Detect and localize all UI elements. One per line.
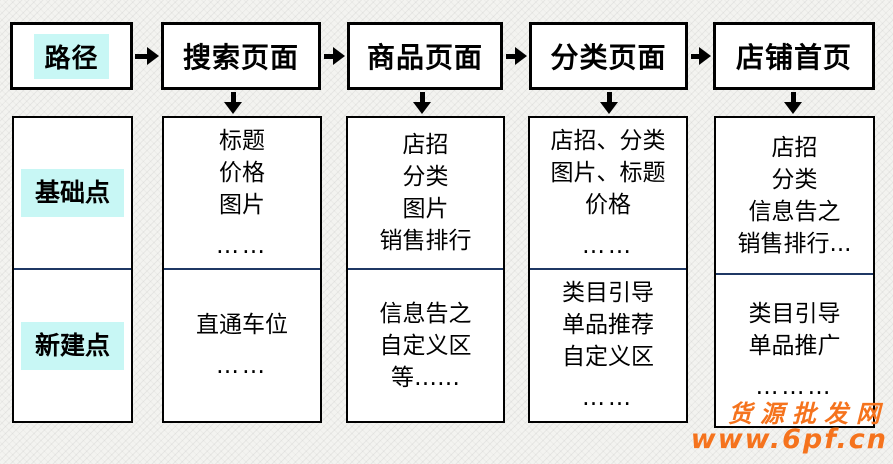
list-item: 等……	[391, 364, 460, 391]
flow-arrow-right-icon	[135, 46, 159, 66]
list-item: 信息告之	[748, 198, 841, 225]
header-label: 商品页面	[366, 41, 483, 74]
arrow-head	[147, 47, 159, 65]
arrow-shaft	[691, 53, 699, 59]
arrow-head	[699, 47, 711, 65]
arrow-shaft	[135, 53, 147, 59]
arrow-head	[784, 102, 802, 114]
header-box-shop-home: 店铺首页	[713, 22, 875, 90]
list-item: 自定义区	[379, 332, 472, 359]
list-item: 类目引导	[748, 301, 841, 327]
list-item: 类目引导	[562, 280, 654, 306]
ellipsis-item: ………	[755, 374, 834, 400]
ellipsis-item: ……	[216, 232, 268, 259]
list-item: 分类	[771, 166, 818, 193]
header-label: 店铺首页	[735, 41, 852, 74]
list-item: 直通车位	[196, 312, 288, 338]
list-item: 店招	[402, 132, 449, 158]
new-points-label: 新建点	[20, 321, 124, 370]
arrow-shaft	[606, 92, 612, 102]
basic-points-label: 基础点	[20, 169, 124, 217]
arrow-shaft	[790, 92, 796, 102]
basic-points-section: 标题 价格 图片 ……	[164, 118, 320, 270]
path-header-box: 路径	[10, 22, 133, 90]
flow-arrow-right-icon	[506, 46, 527, 66]
list-item: 信息告之	[379, 300, 472, 327]
list-item: 标题	[219, 127, 265, 154]
ellipsis-item: ……	[582, 232, 634, 259]
list-item: 价格	[219, 159, 265, 186]
list-item: 价格	[585, 191, 631, 218]
list-item: 店招、分类	[550, 127, 666, 154]
flow-arrow-down-icon	[412, 92, 432, 114]
list-item: 图片、标题	[550, 159, 666, 186]
column-box-search-page: 标题 价格 图片 …… 直通车位 ……	[162, 116, 322, 423]
list-item: 单品推荐	[562, 312, 654, 338]
flow-arrow-down-icon	[599, 92, 619, 114]
ellipsis-item: ……	[582, 385, 634, 411]
path-label: 路径	[34, 33, 109, 79]
new-points-section: 直通车位 ……	[164, 270, 320, 421]
list-item: 单品推广	[748, 333, 841, 359]
basic-points-section: 店招 分类 信息告之 销售排行...	[716, 118, 873, 275]
flow-arrow-right-icon	[691, 46, 711, 66]
flow-arrow-down-icon	[223, 92, 243, 114]
flow-arrow-down-icon	[783, 92, 803, 114]
list-item: 图片	[219, 191, 265, 218]
header-label: 分类页面	[550, 41, 667, 74]
new-points-section: 类目引导 单品推广 ………	[716, 275, 873, 426]
arrow-shaft	[506, 53, 515, 59]
arrow-shaft	[230, 92, 236, 102]
arrow-shaft	[419, 92, 425, 102]
list-item: 自定义区	[562, 344, 654, 370]
flow-arrow-right-icon	[324, 46, 345, 66]
column-box-shop-home: 店招 分类 信息告之 销售排行... 类目引导 单品推广 ………	[714, 116, 875, 428]
watermark-url: www.6pf.cn	[690, 424, 888, 455]
watermark-site-name: 货源批发网	[728, 400, 888, 428]
arrow-head	[600, 102, 618, 114]
new-points-label-section: 新建点	[14, 270, 131, 421]
arrow-head	[413, 102, 431, 114]
column-box-category-page: 店招、分类 图片、标题 价格 …… 类目引导 单品推荐 自定义区 ……	[528, 116, 688, 423]
column-box-product-page: 店招 分类 图片 销售排行 信息告之 自定义区 等……	[346, 116, 505, 423]
header-box-product-page: 商品页面	[347, 22, 503, 90]
row-labels-box: 基础点 新建点	[12, 116, 133, 423]
basic-points-label-section: 基础点	[14, 118, 131, 270]
header-box-category-page: 分类页面	[529, 22, 688, 90]
list-item: 销售排行...	[737, 230, 852, 257]
arrow-head	[333, 47, 345, 65]
list-item: 分类	[402, 164, 449, 190]
header-box-search-page: 搜索页面	[161, 22, 321, 90]
list-item: 销售排行	[379, 228, 472, 254]
basic-points-section: 店招 分类 图片 销售排行	[348, 118, 503, 270]
list-item: 图片	[402, 196, 449, 222]
arrow-head	[224, 102, 242, 114]
header-label: 搜索页面	[182, 41, 299, 74]
ellipsis-item: ……	[216, 353, 268, 379]
new-points-section: 类目引导 单品推荐 自定义区 ……	[530, 270, 686, 421]
arrow-shaft	[324, 53, 333, 59]
new-points-section: 信息告之 自定义区 等……	[348, 270, 503, 421]
list-item: 店招	[771, 134, 818, 161]
arrow-head	[515, 47, 527, 65]
basic-points-section: 店招、分类 图片、标题 价格 ……	[530, 118, 686, 270]
